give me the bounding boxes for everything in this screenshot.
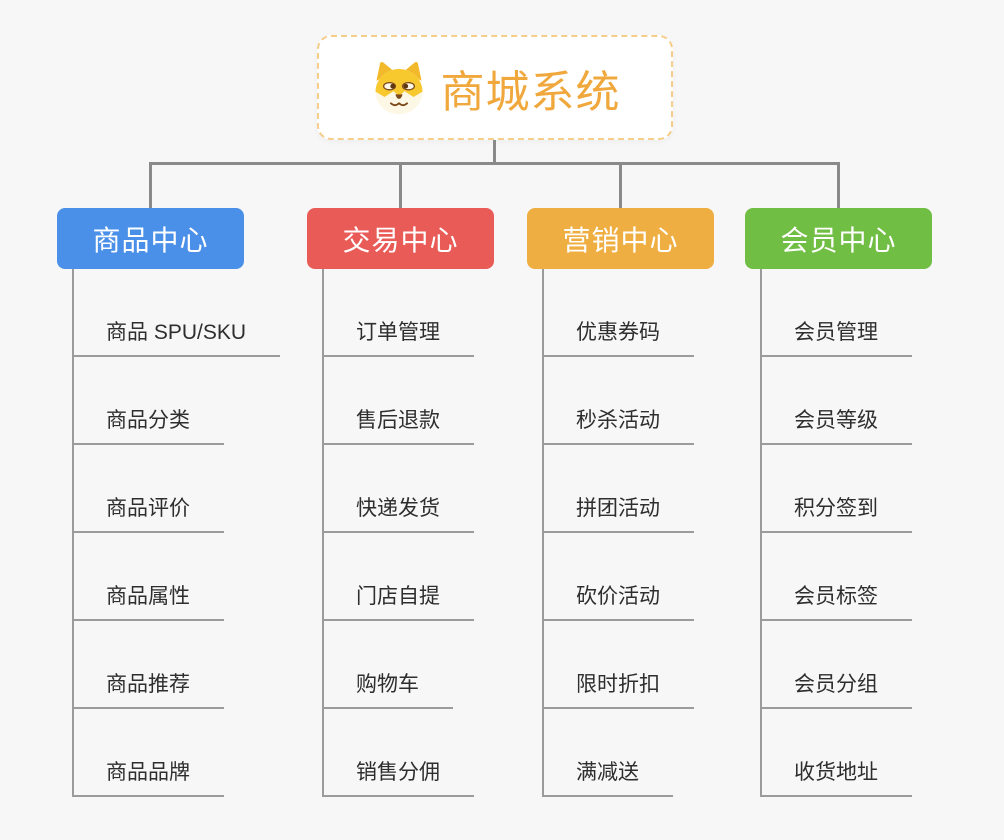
tree-item-label[interactable]: 满减送 bbox=[544, 756, 673, 797]
tree-item: 订单管理 bbox=[324, 269, 494, 357]
tree-item-label[interactable]: 优惠券码 bbox=[544, 316, 694, 357]
tree-item: 商品评价 bbox=[74, 445, 244, 533]
branch-node-trade-center[interactable]: 交易中心 bbox=[307, 208, 494, 269]
tree-item-label[interactable]: 会员标签 bbox=[762, 580, 912, 621]
tree-item: 商品分类 bbox=[74, 357, 244, 445]
connector-drop-product bbox=[149, 162, 152, 208]
tree-item-label[interactable]: 订单管理 bbox=[324, 316, 474, 357]
tree-item: 商品推荐 bbox=[74, 621, 244, 709]
tree-item: 商品 SPU/SKU bbox=[74, 269, 281, 357]
tree-item-label[interactable]: 购物车 bbox=[324, 668, 453, 709]
tree-item: 拼团活动 bbox=[544, 445, 714, 533]
branch-children-marketing: 优惠券码 秒杀活动 拼团活动 砍价活动 限时折扣 满减送 bbox=[542, 269, 714, 797]
branch-member-center: 会员中心 会员管理 会员等级 积分签到 会员标签 会员分组 收货地址 bbox=[745, 208, 932, 797]
tree-item-label[interactable]: 销售分佣 bbox=[324, 756, 474, 797]
branch-label: 商品中心 bbox=[92, 224, 209, 256]
tree-item: 收货地址 bbox=[762, 709, 932, 797]
root-node-mall-system[interactable]: 商城系统 bbox=[317, 35, 673, 140]
connector-bus-line bbox=[149, 162, 839, 165]
tree-item-label[interactable]: 积分签到 bbox=[762, 492, 912, 533]
tree-item-label[interactable]: 商品分类 bbox=[74, 404, 224, 445]
tree-item: 会员等级 bbox=[762, 357, 932, 445]
branch-label: 交易中心 bbox=[342, 224, 459, 256]
tree-item-label[interactable]: 收货地址 bbox=[762, 756, 912, 797]
branch-children-trade: 订单管理 售后退款 快递发货 门店自提 购物车 销售分佣 bbox=[322, 269, 494, 797]
branch-product-center: 商品中心 商品 SPU/SKU 商品分类 商品评价 商品属性 商品推荐 商品品牌 bbox=[57, 208, 281, 797]
tree-item-label[interactable]: 商品评价 bbox=[74, 492, 224, 533]
branch-children-product: 商品 SPU/SKU 商品分类 商品评价 商品属性 商品推荐 商品品牌 bbox=[72, 269, 281, 797]
tree-item: 秒杀活动 bbox=[544, 357, 714, 445]
branch-children-member: 会员管理 会员等级 积分签到 会员标签 会员分组 收货地址 bbox=[760, 269, 932, 797]
tree-item: 商品品牌 bbox=[74, 709, 244, 797]
tree-item-label[interactable]: 商品推荐 bbox=[74, 668, 224, 709]
tree-item: 会员管理 bbox=[762, 269, 932, 357]
tree-item-label[interactable]: 会员分组 bbox=[762, 668, 912, 709]
branch-label: 会员中心 bbox=[780, 224, 897, 256]
branch-node-marketing-center[interactable]: 营销中心 bbox=[527, 208, 714, 269]
tree-item: 会员分组 bbox=[762, 621, 932, 709]
branch-trade-center: 交易中心 订单管理 售后退款 快递发货 门店自提 购物车 销售分佣 bbox=[307, 208, 494, 797]
tree-item-label[interactable]: 快递发货 bbox=[324, 492, 474, 533]
tree-item-label[interactable]: 售后退款 bbox=[324, 404, 474, 445]
shiba-dog-face-icon bbox=[375, 61, 422, 114]
connector-drop-marketing bbox=[619, 162, 622, 208]
tree-item: 快递发货 bbox=[324, 445, 494, 533]
tree-item-label[interactable]: 商品属性 bbox=[74, 580, 224, 621]
tree-item: 限时折扣 bbox=[544, 621, 714, 709]
tree-item-label[interactable]: 门店自提 bbox=[324, 580, 474, 621]
tree-item: 砍价活动 bbox=[544, 533, 714, 621]
tree-item-label[interactable]: 限时折扣 bbox=[544, 668, 694, 709]
tree-item: 满减送 bbox=[544, 709, 714, 797]
tree-item-label[interactable]: 秒杀活动 bbox=[544, 404, 694, 445]
root-node-title: 商城系统 bbox=[440, 67, 621, 117]
tree-item: 销售分佣 bbox=[324, 709, 494, 797]
branch-node-member-center[interactable]: 会员中心 bbox=[745, 208, 932, 269]
tree-item-label[interactable]: 商品品牌 bbox=[74, 756, 224, 797]
tree-item: 积分签到 bbox=[762, 445, 932, 533]
tree-item-label[interactable]: 拼团活动 bbox=[544, 492, 694, 533]
tree-item: 购物车 bbox=[324, 621, 494, 709]
tree-item-label[interactable]: 商品 SPU/SKU bbox=[74, 316, 281, 357]
tree-item: 门店自提 bbox=[324, 533, 494, 621]
connector-drop-member bbox=[837, 162, 840, 208]
tree-item: 会员标签 bbox=[762, 533, 932, 621]
branch-marketing-center: 营销中心 优惠券码 秒杀活动 拼团活动 砍价活动 限时折扣 满减送 bbox=[527, 208, 714, 797]
tree-item: 商品属性 bbox=[74, 533, 244, 621]
tree-item-label[interactable]: 会员等级 bbox=[762, 404, 912, 445]
connector-drop-trade bbox=[399, 162, 402, 208]
branch-node-product-center[interactable]: 商品中心 bbox=[57, 208, 244, 269]
tree-item-label[interactable]: 会员管理 bbox=[762, 316, 912, 357]
tree-item-label[interactable]: 砍价活动 bbox=[544, 580, 694, 621]
branch-label: 营销中心 bbox=[562, 224, 679, 256]
connector-root-stem bbox=[493, 140, 496, 164]
tree-item: 售后退款 bbox=[324, 357, 494, 445]
tree-item: 优惠券码 bbox=[544, 269, 714, 357]
